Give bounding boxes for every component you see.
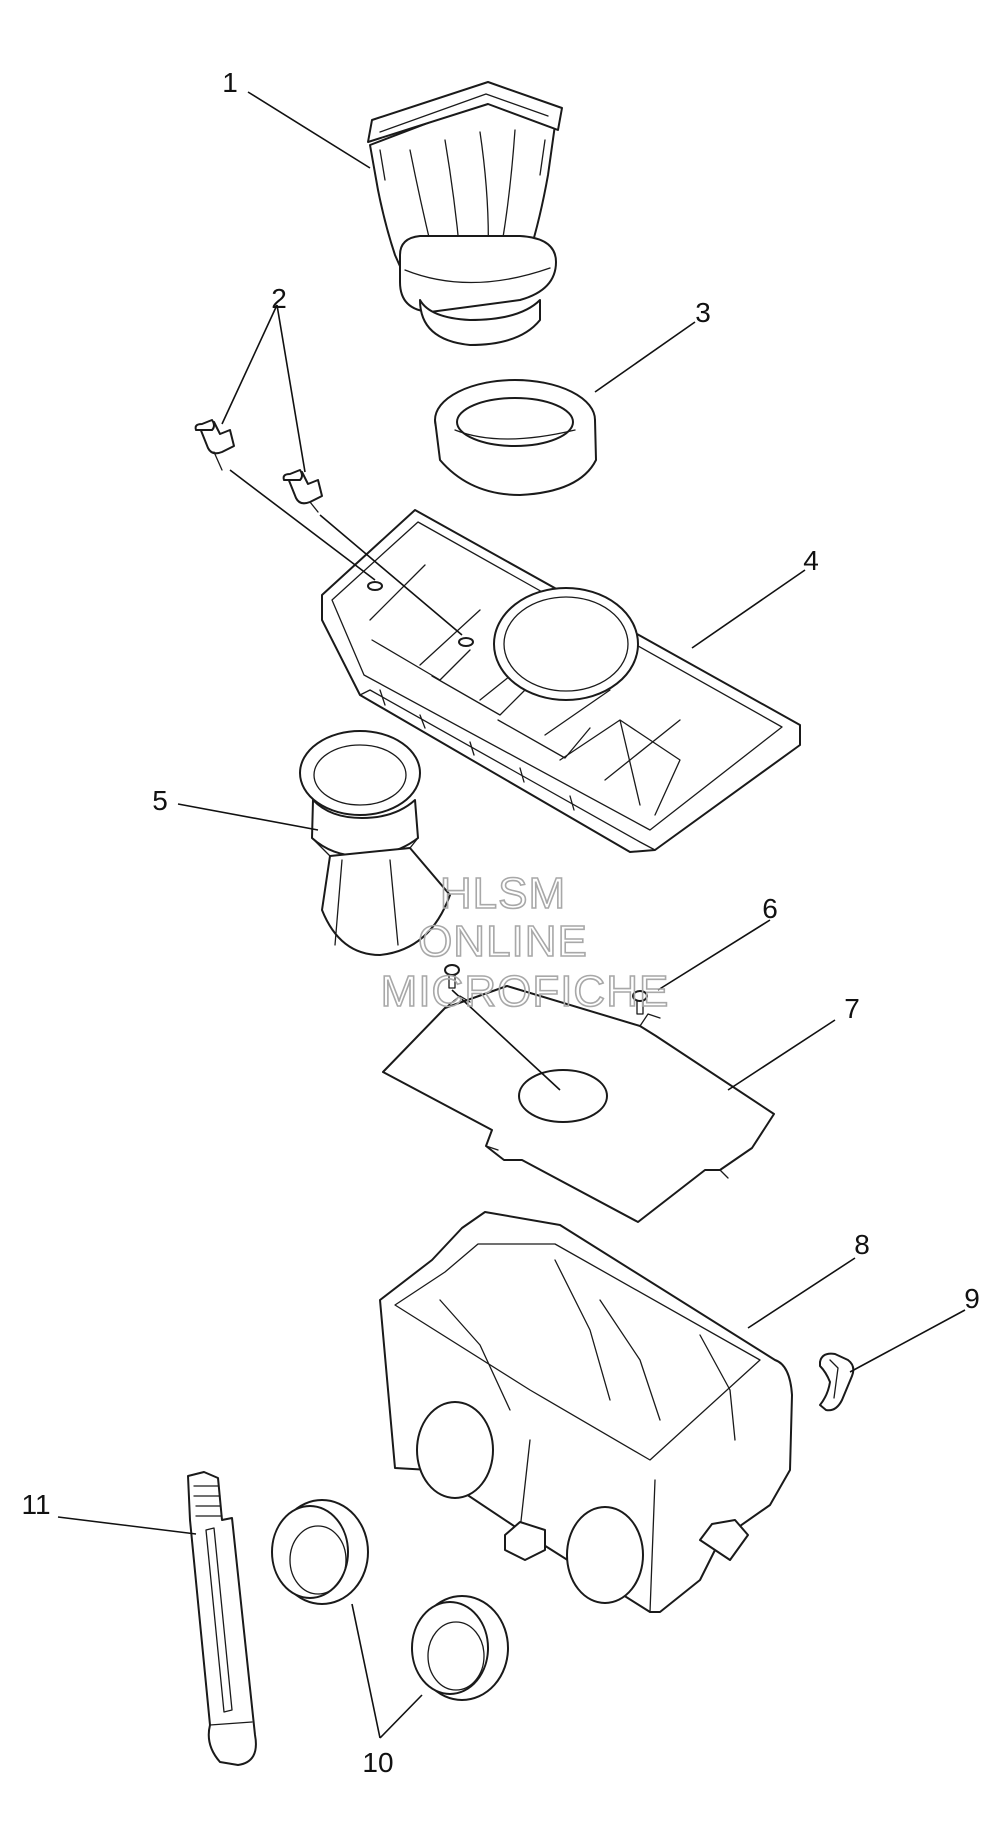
callout-10: 10 (362, 1747, 393, 1778)
part-10-grommets (271, 1499, 509, 1701)
watermark-line-3: MICROFICHE (381, 967, 670, 1016)
part-1-intake-boot (367, 81, 563, 346)
watermark: HLSM ONLINE MICROFICHE (380, 868, 670, 1017)
callout-4: 4 (803, 545, 819, 576)
part-2-fittings (194, 419, 323, 513)
part-8-airbox-base (379, 1211, 793, 1613)
part-11-strap (187, 1471, 257, 1766)
part-5-velocity-stack (299, 730, 451, 956)
callout-11: 11 (21, 1489, 50, 1520)
part-4-airbox-cover (321, 509, 801, 853)
callout-7: 7 (844, 993, 860, 1024)
watermark-line-1: HLSM (440, 869, 566, 918)
callout-5: 5 (152, 785, 168, 816)
part-7-filter-plate (382, 985, 775, 1223)
callout-9: 9 (964, 1283, 980, 1314)
callout-3: 3 (695, 297, 711, 328)
callout-8: 8 (854, 1229, 870, 1260)
callout-1: 1 (222, 67, 238, 98)
leader-lines (57, 91, 966, 1739)
callout-labels: 1 2 3 4 5 6 7 8 9 10 11 (21, 67, 979, 1778)
part-3-ring-seal (434, 379, 597, 496)
watermark-line-2: ONLINE (418, 917, 588, 966)
callout-6: 6 (762, 893, 778, 924)
callout-2: 2 (271, 283, 287, 314)
part-9-clip (819, 1352, 855, 1412)
